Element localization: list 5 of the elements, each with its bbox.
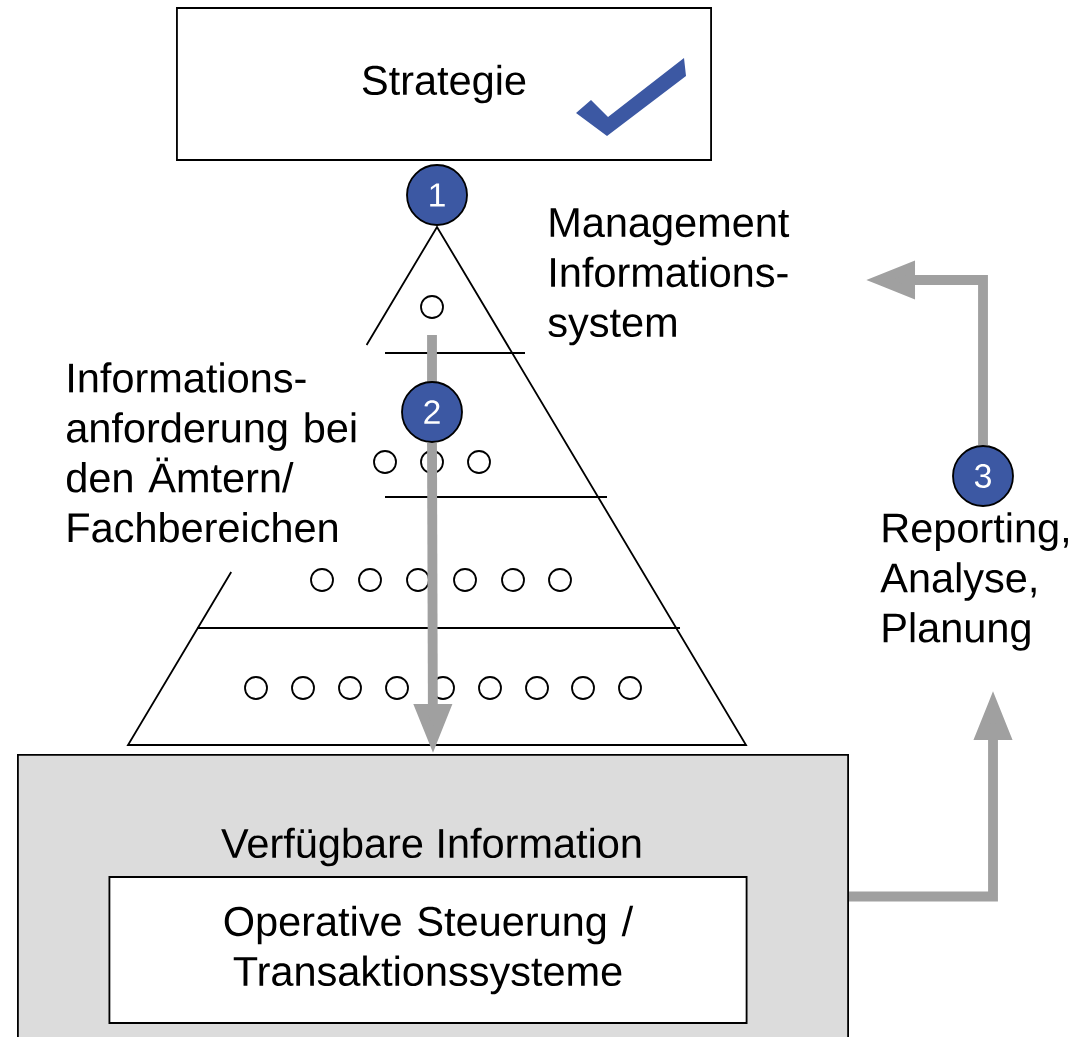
text-box: Strategie [176, 7, 712, 161]
text-label: Reporting, Analyse, Planung [880, 512, 1068, 651]
text-box: Operative Steuerung / Transaktionssysteme [108, 876, 748, 1024]
text-label: Informations- anforderung bei den Ämtern/ Fachbereichen [67, 362, 356, 543]
pyramid-caption: Management Informations- system [548, 208, 790, 346]
